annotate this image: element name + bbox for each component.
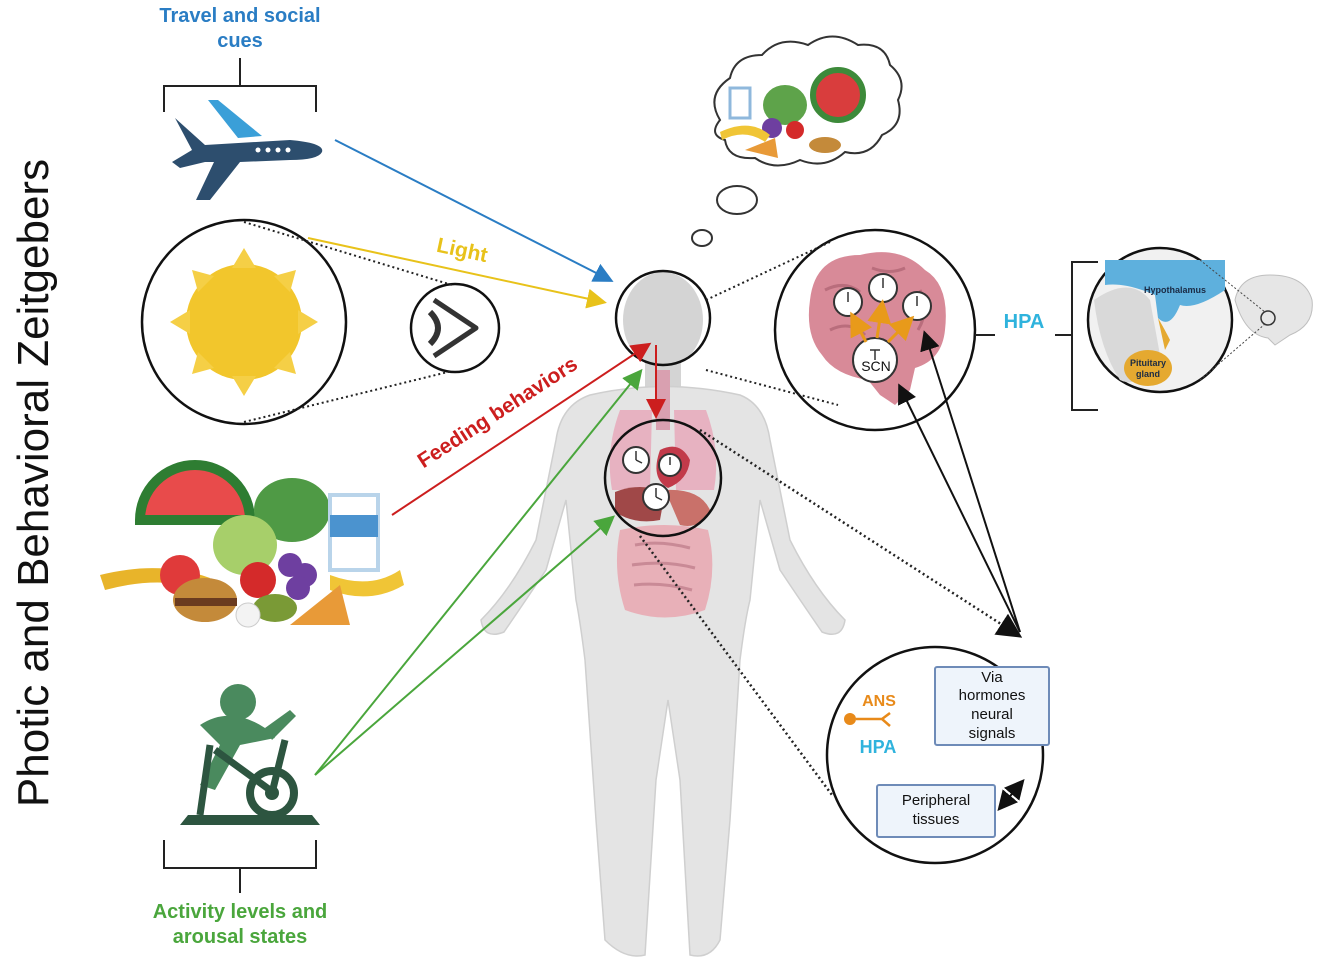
diagram-title: Photic and Behavioral Zeitgebers	[9, 158, 58, 808]
activity-bracket	[163, 840, 317, 893]
food-pile-icon	[100, 460, 404, 628]
scn-label: SCN	[861, 358, 891, 374]
light-arrow	[307, 237, 607, 309]
hpa-bracket	[975, 261, 1098, 411]
ans-label: ANS	[862, 693, 896, 710]
travel-arrow	[334, 139, 614, 282]
side-brain-icon	[1199, 259, 1313, 381]
hpa-brain-label: HPA	[1003, 311, 1045, 333]
food-thought-cloud	[691, 35, 903, 247]
via-hormones-text: Via hormones neural signals	[958, 668, 1026, 742]
torso-circle	[603, 418, 723, 538]
activity-label: Activity levels and arousal states	[152, 901, 328, 948]
via-hormones-box: Via hormones neural signals	[934, 666, 1050, 746]
activity-arrow-head	[314, 368, 643, 776]
hpa-peripheral-label: HPA	[859, 737, 897, 757]
human-body	[480, 272, 846, 957]
peripheral-tissues-box: Peripheral tissues	[876, 784, 996, 838]
hypothalamus-circle	[1086, 246, 1234, 394]
sun-icon	[140, 218, 348, 426]
peripheral-tissues-text: Peripheral tissues	[901, 792, 971, 828]
activity-arrow-torso	[314, 515, 616, 776]
scn-peripheral-arrows	[898, 330, 1021, 633]
feeding-arrow	[391, 342, 652, 516]
pituitary-label: Pituitary gland	[1129, 358, 1166, 380]
eye-icon	[409, 282, 501, 374]
travel-label: Travel and social cues	[159, 5, 321, 52]
airplane-icon	[172, 100, 323, 200]
brain-circle	[773, 228, 977, 432]
torso-peripheral-dotted-lines	[638, 428, 1023, 796]
travel-bracket	[163, 58, 317, 112]
cyclist-icon	[180, 684, 320, 825]
hypothalamus-label: Hypothalamus	[1143, 285, 1206, 295]
sun-eye-dotted-lines	[243, 221, 453, 423]
head-circle	[614, 269, 712, 367]
